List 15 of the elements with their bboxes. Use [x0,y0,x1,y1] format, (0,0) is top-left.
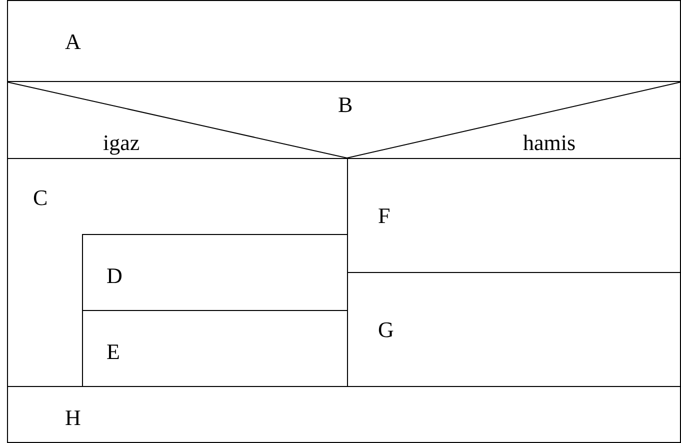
block-label: G [378,319,394,341]
block-label: C [33,187,48,209]
block-label: A [65,31,81,53]
block-label: H [65,407,81,429]
statement-block [7,0,681,82]
decision-block [7,81,681,159]
statement-block [7,386,681,443]
condition-label: B [338,94,353,116]
statement-block [82,234,348,310]
loop-block [7,158,348,387]
block-label: E [106,340,120,362]
branch-label: hamis [523,132,576,154]
block-label: D [106,264,122,286]
block-label: F [378,205,390,227]
branch-label: igaz [103,132,140,154]
